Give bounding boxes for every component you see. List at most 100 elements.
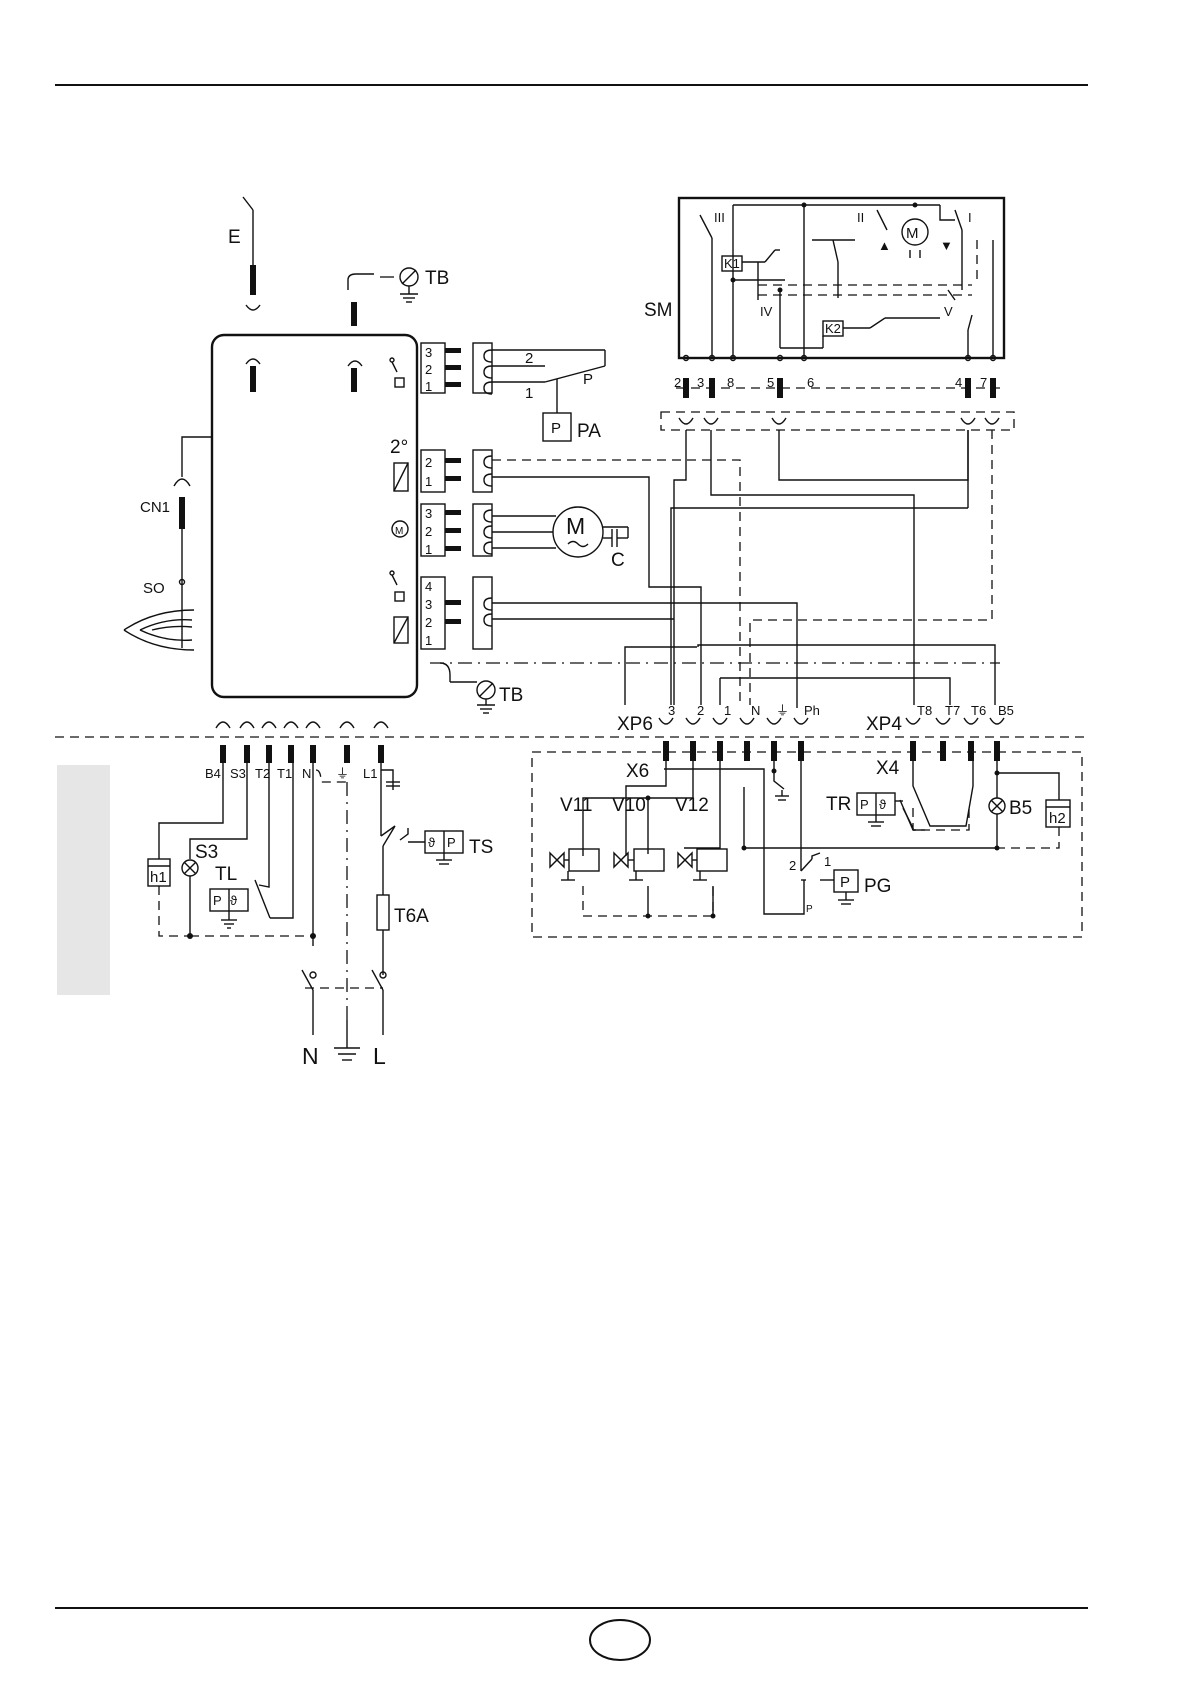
- gas-pressure-switch-pg: 2 1 P P PG: [664, 761, 891, 915]
- electrode-e: E: [228, 197, 260, 392]
- svg-text:ϑ: ϑ: [428, 835, 436, 850]
- svg-text:T8: T8: [917, 703, 932, 718]
- svg-text:N: N: [751, 703, 760, 718]
- svg-text:P: P: [860, 797, 869, 812]
- svg-text:K2: K2: [825, 321, 841, 336]
- connector-xp4: XP4 T8 T7 T6 B5 X4: [866, 703, 1014, 779]
- svg-text:M: M: [906, 225, 919, 242]
- label-tb-middle: TB: [499, 685, 523, 706]
- bottom-terminal-row: B4 S3 T2 T1 N ⏚ L1: [205, 722, 388, 781]
- svg-text:P: P: [213, 893, 222, 908]
- svg-text:2: 2: [425, 524, 432, 539]
- svg-text:▲: ▲: [878, 238, 891, 253]
- svg-text:P: P: [447, 835, 456, 850]
- svg-text:T6A: T6A: [394, 906, 429, 927]
- label-x4: X4: [876, 758, 900, 779]
- connector-xp6: XP6 3 2 1 N ⏚ Ph X6: [617, 703, 820, 782]
- svg-text:B5: B5: [1009, 798, 1032, 819]
- svg-text:1: 1: [525, 385, 533, 402]
- svg-text:T2: T2: [255, 766, 270, 781]
- svg-text:4: 4: [425, 579, 432, 594]
- label-capacitor: C: [611, 550, 625, 571]
- svg-text:V11: V11: [560, 795, 592, 816]
- svg-text:1: 1: [425, 379, 432, 394]
- svg-text:IV: IV: [760, 304, 773, 319]
- label-xp4: XP4: [866, 714, 902, 735]
- servomotor-sm: SM III K1 IV II M ▲ ▼ I: [644, 198, 1014, 430]
- svg-text:5: 5: [767, 375, 774, 390]
- svg-text:6: 6: [807, 375, 814, 390]
- svg-text:2: 2: [425, 362, 432, 377]
- svg-text:3: 3: [697, 375, 704, 390]
- svg-text:1: 1: [425, 633, 432, 648]
- svg-text:TS: TS: [469, 837, 493, 858]
- svg-text:V10: V10: [612, 795, 646, 816]
- svg-text:T1: T1: [277, 766, 292, 781]
- svg-text:T6: T6: [971, 703, 986, 718]
- air-pressure-switch: 2 1 P P PA: [492, 350, 605, 442]
- svg-text:P: P: [806, 904, 813, 915]
- control-to-xp6-wiring: [492, 460, 995, 708]
- svg-text:3: 3: [425, 345, 432, 360]
- label-x6: X6: [626, 761, 649, 782]
- earth-icon: [334, 1020, 360, 1060]
- connector-valve: 4 3 2 1: [421, 577, 492, 649]
- svg-text:2: 2: [425, 615, 432, 630]
- label-xp6: XP6: [617, 714, 653, 735]
- flame-sensor-so: CN1 SO: [124, 437, 212, 650]
- svg-text:⏚: ⏚: [336, 766, 349, 781]
- svg-text:III: III: [714, 210, 725, 225]
- page-number-oval: [590, 1620, 650, 1660]
- connector-motor: 3 2 1: [421, 504, 492, 557]
- label-so: SO: [143, 580, 165, 597]
- svg-text:1: 1: [724, 703, 731, 718]
- svg-text:S3: S3: [230, 766, 246, 781]
- control-box-symbols: 2° M: [390, 358, 408, 643]
- svg-text:1: 1: [425, 474, 432, 489]
- side-tab: [57, 765, 110, 995]
- earth-tb-top: TB: [348, 268, 449, 392]
- svg-text:ϑ: ϑ: [230, 893, 238, 908]
- svg-text:1: 1: [824, 854, 831, 869]
- svg-text:ϑ: ϑ: [879, 797, 887, 812]
- svg-text:2: 2: [525, 350, 533, 367]
- valves: V11 V10 V12: [550, 761, 727, 919]
- svg-text:▼: ▼: [940, 238, 953, 253]
- svg-text:h2: h2: [1049, 810, 1066, 827]
- label-sm: SM: [644, 300, 673, 321]
- svg-text:h1: h1: [150, 869, 167, 886]
- svg-text:V: V: [944, 304, 953, 319]
- svg-text:8: 8: [727, 375, 734, 390]
- svg-text:N: N: [302, 1043, 319, 1069]
- fuse-icon: [377, 895, 389, 930]
- solenoid-valve-icon: [697, 849, 727, 871]
- svg-text:K1: K1: [724, 256, 740, 271]
- svg-text:M: M: [395, 526, 403, 537]
- sm-wiring: [671, 430, 992, 705]
- svg-text:P: P: [583, 371, 593, 388]
- svg-text:I: I: [968, 210, 972, 225]
- svg-text:V12: V12: [675, 795, 709, 816]
- control-box: [212, 335, 417, 697]
- svg-text:⏚: ⏚: [776, 703, 789, 718]
- label-cn1: CN1: [140, 499, 170, 516]
- svg-text:II: II: [857, 210, 864, 225]
- svg-text:T7: T7: [945, 703, 960, 718]
- svg-text:3: 3: [668, 703, 675, 718]
- svg-text:4: 4: [955, 375, 962, 390]
- svg-text:2: 2: [425, 455, 432, 470]
- solenoid-valve-icon: [634, 849, 664, 871]
- label-tb-top: TB: [425, 268, 449, 289]
- svg-text:P: P: [840, 874, 850, 891]
- connector-second-stage: 2 1: [421, 450, 492, 492]
- svg-text:3: 3: [425, 597, 432, 612]
- svg-text:1: 1: [425, 542, 432, 557]
- mains-supply: ϑ P TS T6A N L: [190, 763, 493, 1069]
- burner-motor: M C: [492, 507, 628, 571]
- svg-text:7: 7: [980, 375, 987, 390]
- svg-text:2: 2: [674, 375, 681, 390]
- svg-text:N: N: [302, 766, 311, 781]
- svg-text:B4: B4: [205, 766, 221, 781]
- connector-pressure-switch: 3 2 1: [421, 343, 492, 394]
